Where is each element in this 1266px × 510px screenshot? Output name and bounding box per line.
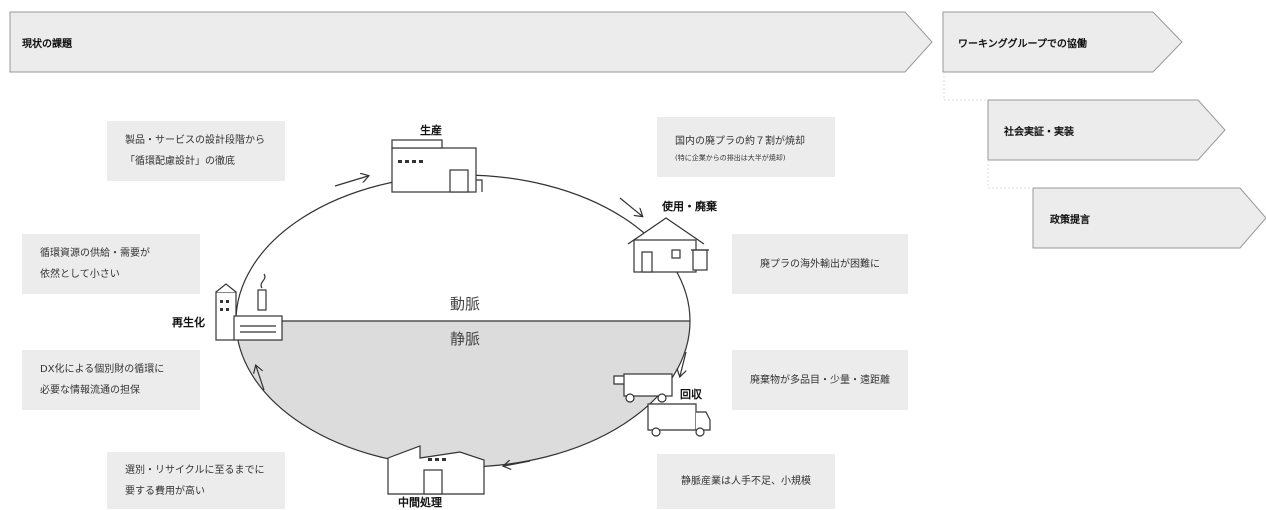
stage-collection-label: 回収: [680, 388, 702, 401]
processing-plant-icon: [387, 445, 485, 495]
issue-supply-demand-note: 循環資源の供給・需要が 依然として小さい: [22, 234, 200, 294]
working-group-title: ワーキンググループでの協働: [958, 39, 1087, 50]
issue-design-line1: 製品・サービスの設計段階から: [125, 135, 265, 146]
issue-labor-text: 静脈産業は人手不足、小規模: [681, 476, 811, 487]
step-connector: [943, 72, 1033, 189]
flow-arrow-to-regeneration: [256, 366, 265, 391]
stage-use-disposal-label: 使用・廃棄: [662, 200, 717, 213]
current-issues-banner: [9, 11, 933, 73]
flow-arrow-to-processing: [504, 461, 531, 466]
policy-proposal-title: 政策提言: [1050, 215, 1090, 226]
stage-processing-label: 中間処理: [398, 496, 442, 509]
artery-label: 動脈: [450, 295, 481, 313]
issue-dx-note: DX化による個別財の循環に 必要な情報流通の担保: [22, 350, 200, 410]
issue-sorting-cost-note: 選別・リサイクルに至るまでに 要する費用が高い: [107, 452, 285, 509]
issue-export-note: 廃プラの海外輸出が困難に: [732, 234, 908, 294]
policy-proposal-banner: [1032, 187, 1266, 249]
issue-supply-demand-line2: 依然として小さい: [40, 269, 120, 280]
issue-export-text: 廃プラの海外輸出が困難に: [760, 258, 880, 270]
issue-incineration-line2: (特に企業からの排出は大半が焼却): [675, 153, 786, 162]
flow-arrow-to-use: [619, 197, 642, 216]
vein-label: 静脈: [450, 330, 481, 348]
issue-labor-note: 静脈産業は人手不足、小規模: [657, 454, 835, 509]
stage-production-label: 生産: [420, 124, 442, 137]
recycling-plant-icon: [215, 273, 283, 341]
issue-incineration-note: 国内の廃プラの約７割が焼却 (特に企業からの排出は大半が焼却): [657, 117, 835, 177]
issue-dx-line1: DX化による個別財の循環に: [40, 364, 165, 375]
issue-sorting-cost-line1: 選別・リサイクルに至るまでに: [125, 464, 265, 476]
garbage-truck-icon: [613, 373, 711, 437]
house-icon: [627, 217, 709, 273]
venous-area: [236, 321, 690, 467]
social-implementation-title: 社会実証・実装: [1004, 127, 1074, 138]
issue-dx-line2: 必要な情報流通の担保: [40, 385, 140, 396]
issue-collection-note: 廃棄物が多品目・少量・遠距離: [732, 350, 908, 410]
stage-regeneration-label: 再生化: [172, 316, 205, 329]
flow-arrow-to-production: [334, 176, 368, 187]
issue-collection-text: 廃棄物が多品目・少量・遠距離: [750, 374, 890, 386]
current-issues-title: 現状の課題: [22, 39, 72, 50]
flow-arrow-to-collection: [680, 351, 687, 376]
issue-supply-demand-line1: 循環資源の供給・需要が: [40, 248, 150, 259]
working-group-banner: [942, 11, 1183, 73]
issue-design-line2: 「循環配慮設計」の徹底: [125, 156, 235, 167]
issue-design-note: 製品・サービスの設計段階から 「循環配慮設計」の徹底: [107, 121, 285, 181]
social-implementation-banner: [987, 99, 1226, 161]
issue-sorting-cost-line2: 要する費用が高い: [125, 485, 205, 497]
factory-icon: [391, 139, 483, 193]
issue-incineration-line1: 国内の廃プラの約７割が焼却: [675, 135, 805, 147]
